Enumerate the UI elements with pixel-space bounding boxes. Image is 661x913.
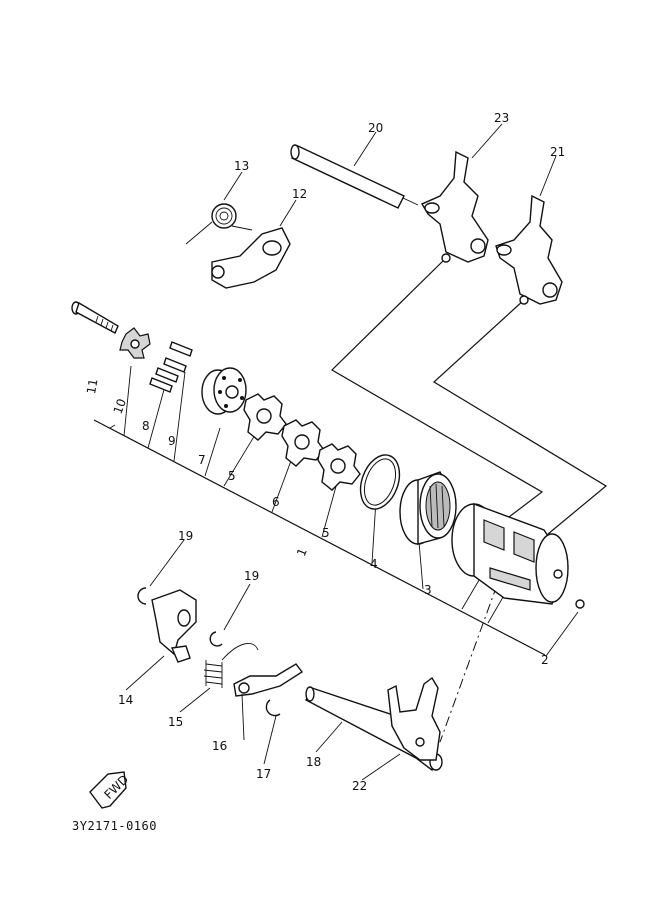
shift-shaft-part-18 — [305, 686, 443, 772]
callout-leaders — [125, 123, 557, 781]
callout-5-upper: 5 — [228, 469, 236, 483]
fwd-arrow-icon: FWD — [89, 771, 131, 809]
callout-10: 10 — [111, 397, 129, 416]
shift-fork-part-22 — [387, 676, 441, 761]
callout-15: 15 — [168, 715, 183, 729]
spring-part-15 — [203, 643, 259, 688]
bolt-part-11 — [71, 301, 119, 334]
callout-labels: 1 2 3 4 5 5 6 7 8 9 10 11 12 13 14 15 16… — [84, 111, 565, 793]
shift-fork-part-23 — [420, 150, 489, 263]
circlip-part-17 — [265, 699, 281, 717]
callout-2: 2 — [541, 653, 549, 667]
drum-cam-part-7 — [201, 367, 247, 415]
catalog-code: 3Y2171-0160 — [72, 819, 157, 833]
lever-part-12 — [211, 227, 291, 289]
callout-9: 9 — [168, 434, 176, 448]
callout-1: 1 — [294, 546, 310, 558]
shift-lever-part-14 — [151, 589, 197, 663]
circlip-part-19-right — [209, 631, 223, 647]
callout-7: 7 — [198, 453, 206, 467]
pin-part-2 — [575, 599, 585, 609]
shift-drum-part-1 — [451, 502, 569, 605]
washer-part-16 — [233, 663, 304, 697]
callout-11: 11 — [84, 378, 100, 395]
callout-19-left: 19 — [178, 529, 193, 543]
shift-fork-part-21 — [495, 194, 563, 305]
callout-16: 16 — [212, 739, 227, 753]
circlip-part-19-left — [137, 587, 147, 605]
callout-5-lower: 5 — [322, 526, 330, 540]
circlip-part-4 — [359, 454, 401, 510]
callout-20: 20 — [368, 121, 383, 135]
callout-3: 3 — [424, 583, 432, 597]
callout-21: 21 — [550, 145, 565, 159]
callout-17: 17 — [256, 767, 271, 781]
callout-18: 18 — [306, 755, 321, 769]
callout-22: 22 — [352, 779, 367, 793]
callout-12: 12 — [292, 187, 307, 201]
callout-13: 13 — [234, 159, 249, 173]
callout-23: 23 — [494, 111, 509, 125]
callout-14: 14 — [118, 693, 133, 707]
callout-8: 8 — [142, 419, 150, 433]
callout-19-right: 19 — [244, 569, 259, 583]
pins-part-8-9 — [149, 341, 193, 393]
plate-part-5-lower — [317, 443, 361, 491]
callout-6: 6 — [272, 495, 280, 509]
callout-4: 4 — [370, 557, 378, 571]
plate-part-5-upper — [243, 393, 287, 441]
spring-part-13 — [185, 203, 253, 245]
segment-part-10 — [119, 327, 151, 359]
bearing-part-3 — [399, 471, 457, 545]
fork-shaft-part-20 — [290, 144, 405, 209]
